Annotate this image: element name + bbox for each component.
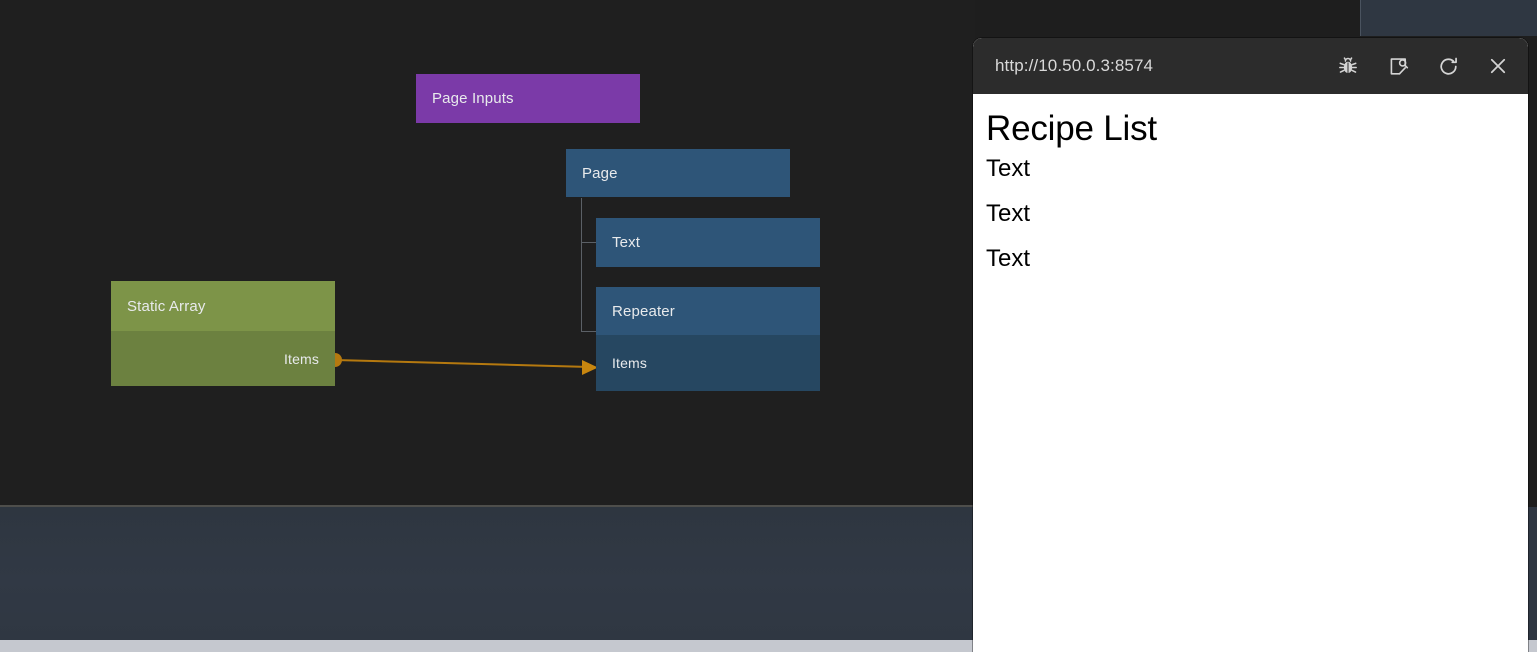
canvas-bottom-divider <box>0 505 975 507</box>
refresh-icon[interactable] <box>1436 54 1460 78</box>
inspect-page-icon[interactable] <box>1386 54 1410 78</box>
edge-static-array-items-to-repeater-items <box>334 359 591 368</box>
node-static-array[interactable]: Static Array Items <box>111 281 335 386</box>
node-title: Page <box>566 149 790 197</box>
node-output-port-items[interactable]: Items <box>111 331 335 386</box>
close-icon[interactable] <box>1486 54 1510 78</box>
page-title: Recipe List <box>986 109 1157 148</box>
bottom-panel <box>0 507 975 640</box>
browser-toolbar-icons <box>1336 54 1510 78</box>
tree-connector-to-repeater <box>581 331 596 332</box>
editor-right-panel-strip: px <box>1360 0 1537 36</box>
bug-icon[interactable] <box>1336 54 1360 78</box>
node-repeater[interactable]: Repeater Items <box>596 287 820 391</box>
list-item: Text <box>986 244 1031 272</box>
port-label: Items <box>612 355 647 371</box>
node-title: Repeater <box>596 287 820 335</box>
list-item: Text <box>986 154 1031 182</box>
node-text[interactable]: Text <box>596 218 820 267</box>
node-page-inputs[interactable]: Page Inputs <box>416 74 640 123</box>
node-page[interactable]: Page <box>566 149 790 197</box>
node-title: Static Array <box>111 281 335 331</box>
node-input-port-items[interactable]: Items <box>596 335 820 391</box>
editor-gutter-sliver <box>1337 0 1360 36</box>
node-title: Page Inputs <box>416 74 640 123</box>
browser-toolbar: http://10.50.0.3:8574 <box>973 38 1528 94</box>
tree-connector-vertical <box>581 198 582 332</box>
list-item: Text <box>986 199 1031 227</box>
browser-page-content: Recipe List Text Text Text <box>973 94 1528 652</box>
graph-canvas[interactable]: Page Inputs Page Text Repeater Items Sta… <box>0 0 975 505</box>
node-title: Text <box>596 218 820 267</box>
url-display[interactable]: http://10.50.0.3:8574 <box>995 56 1154 75</box>
tree-connector-to-text <box>581 242 596 243</box>
browser-preview-panel: http://10.50.0.3:8574 <box>973 38 1528 652</box>
port-label: Items <box>284 350 319 367</box>
